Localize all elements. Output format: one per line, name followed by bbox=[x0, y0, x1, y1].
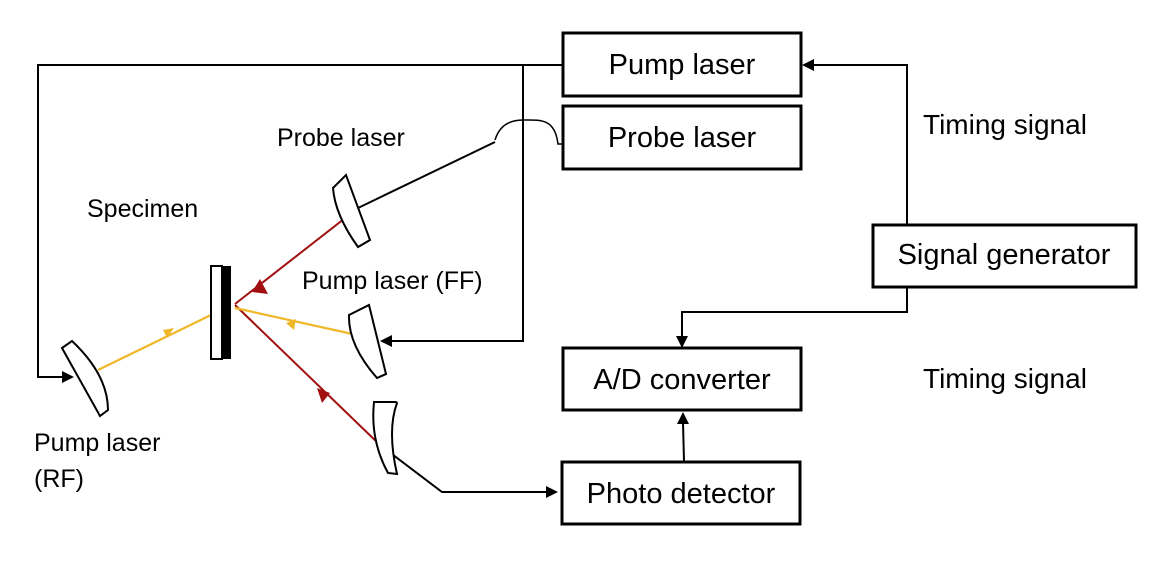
specimen-label: Specimen bbox=[87, 195, 198, 223]
wire-detector-to-ad bbox=[682, 422, 685, 462]
wire-siggen-to-pump bbox=[812, 64, 908, 224]
wire-pump-to-rf-lens bbox=[37, 64, 563, 378]
pump-rf-arrow bbox=[163, 328, 174, 338]
wire-probe-beam-black bbox=[357, 141, 496, 209]
timing-signal-label-bottom: Timing signal bbox=[923, 363, 1087, 394]
specimen-front bbox=[210, 265, 223, 360]
probe-beam-reflected bbox=[234, 304, 381, 446]
photo-detector-box-label: Photo detector bbox=[587, 478, 776, 510]
ad-converter-box-label: A/D converter bbox=[593, 364, 771, 396]
pump-beam-rf bbox=[97, 314, 212, 371]
ad-converter-box bbox=[561, 346, 803, 412]
arrow-head-detector bbox=[546, 486, 558, 498]
wire-reflected-beam-black bbox=[379, 444, 548, 493]
lens-probe bbox=[331, 173, 372, 249]
probe-arrow-in bbox=[252, 279, 268, 294]
pump-ff-arrow bbox=[286, 319, 296, 330]
signal-generator-box bbox=[871, 223, 1138, 289]
arrow-head-pump bbox=[802, 59, 814, 71]
probe-arrow-out bbox=[317, 388, 330, 403]
timing-signal-label-top: Timing signal bbox=[923, 109, 1087, 140]
wire-pump-to-ff-lens bbox=[392, 65, 524, 342]
pump-laser-ff-label: Pump laser (FF) bbox=[302, 267, 483, 295]
arrow-head-ad bbox=[676, 336, 688, 348]
wire-probe-fiber bbox=[494, 119, 563, 145]
wire-siggen-to-ad bbox=[681, 288, 908, 338]
lens-pump-rf bbox=[60, 339, 110, 418]
probe-laser-label: Probe laser bbox=[277, 124, 405, 152]
pump-laser-rf-label-line2: (RF) bbox=[34, 465, 84, 493]
arrow-head-ff bbox=[380, 335, 392, 347]
probe-laser-box bbox=[561, 104, 803, 171]
photo-detector-box bbox=[560, 460, 802, 526]
pump-laser-box-label: Pump laser bbox=[609, 49, 756, 81]
pump-laser-rf-label-line1: Pump laser bbox=[34, 429, 160, 457]
specimen-back bbox=[222, 266, 231, 359]
lens-pump-ff bbox=[347, 303, 388, 380]
arrow-head-ad-up bbox=[677, 412, 689, 424]
pump-laser-box bbox=[561, 31, 803, 98]
signal-generator-box-label: Signal generator bbox=[898, 239, 1111, 271]
arrow-head-rf bbox=[62, 371, 74, 383]
lens-detector bbox=[372, 401, 399, 476]
probe-laser-box-label: Probe laser bbox=[608, 122, 757, 154]
